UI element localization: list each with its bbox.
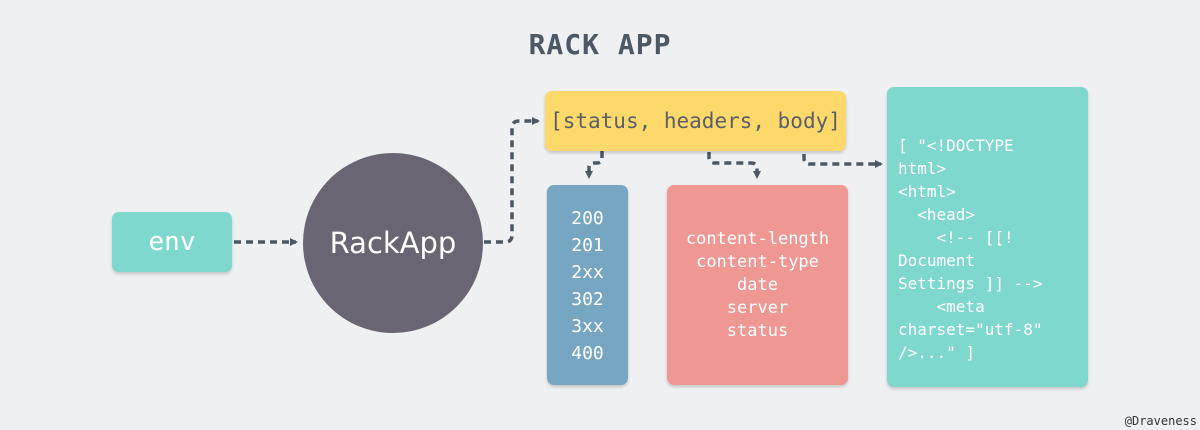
body-line: [ "<!DOCTYPE: [898, 136, 1014, 155]
diagram-title: RACK APP: [528, 28, 672, 61]
body-line: <!-- [[!: [898, 228, 1014, 247]
response-tuple-label: [status, headers, body]: [550, 109, 841, 133]
headers-box: content-length content-type date server …: [667, 185, 848, 385]
body-line: Document: [898, 251, 976, 270]
body-line: <head>: [898, 205, 976, 224]
rackapp-circle: RackApp: [303, 153, 483, 333]
body-line: html>: [898, 159, 947, 178]
status-code: 400: [571, 343, 604, 364]
body-line: charset="utf-8": [898, 320, 1043, 339]
body-line: Settings ]] -->: [898, 274, 1043, 293]
author-credit: @Draveness: [1124, 414, 1197, 428]
status-code: 201: [571, 235, 604, 256]
body-line: />..." ]: [898, 343, 976, 362]
header-name: content-length: [685, 228, 830, 249]
arrow-status-to-codes: [585, 151, 604, 179]
header-name: status: [726, 320, 789, 341]
env-box: env: [112, 212, 232, 272]
env-label: env: [148, 227, 196, 257]
header-name: content-type: [696, 251, 819, 272]
body-line: <html>: [898, 182, 956, 201]
arrow-app-to-response: [484, 117, 540, 244]
response-tuple-box: [status, headers, body]: [545, 91, 846, 151]
header-name: server: [726, 297, 789, 318]
header-name: date: [737, 274, 778, 295]
rackapp-label: RackApp: [329, 226, 457, 260]
status-code: 200: [571, 208, 604, 229]
status-code: 2xx: [571, 262, 604, 283]
status-code: 3xx: [571, 316, 604, 337]
body-content-box: [ "<!DOCTYPE html> <html> <head> <!-- [[…: [887, 87, 1088, 387]
status-codes-box: 200 201 2xx 302 3xx 400: [547, 185, 628, 385]
arrow-body-to-content: [802, 130, 883, 168]
body-line: <meta: [898, 297, 985, 316]
status-code: 302: [571, 289, 604, 310]
